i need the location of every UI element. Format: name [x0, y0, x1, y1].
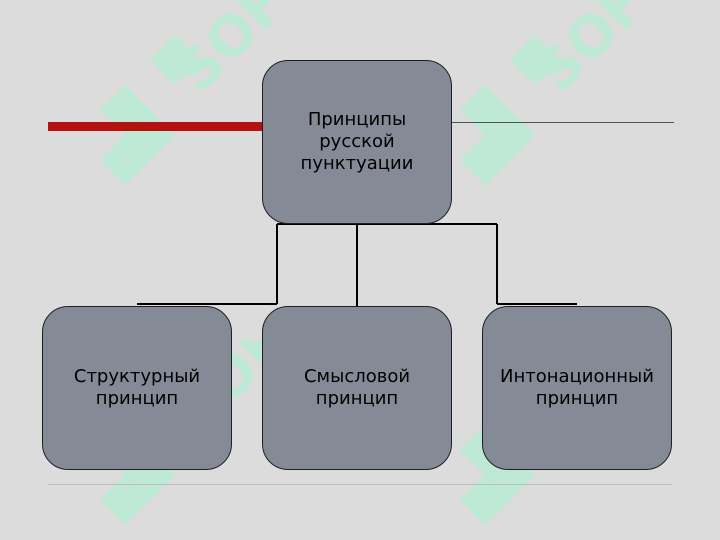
- root-node-label: Принципы русской пунктуации: [300, 109, 414, 174]
- header-rule: [452, 122, 674, 123]
- child-node-semantic: Смысловой принцип: [262, 306, 452, 470]
- child-node-intonational: Интонационный принцип: [482, 306, 672, 470]
- accent-bar: [48, 122, 264, 131]
- child-node-structural: Структурный принцип: [42, 306, 232, 470]
- child-node-label: Структурный принцип: [73, 366, 201, 409]
- root-node: Принципы русской пунктуации: [262, 60, 452, 224]
- child-node-label: Интонационный принцип: [500, 366, 654, 409]
- child-node-label: Смысловой принцип: [303, 366, 411, 409]
- footer-rule: [48, 484, 672, 485]
